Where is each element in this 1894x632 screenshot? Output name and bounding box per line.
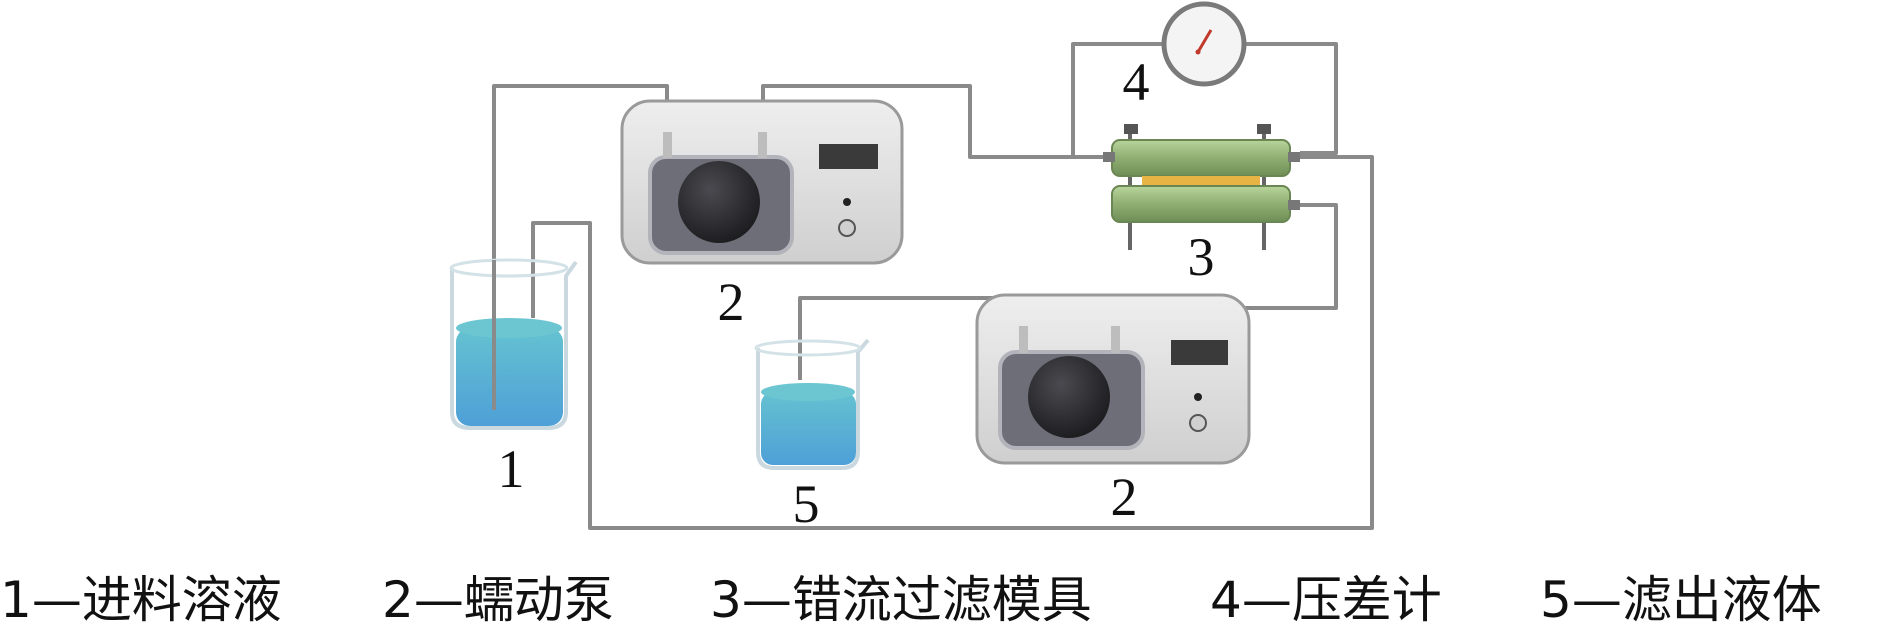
pump-top-display bbox=[819, 144, 878, 169]
pressure-gauge bbox=[1161, 1, 1247, 87]
pump-bottom-inlet-fitting bbox=[1019, 326, 1028, 353]
label-pump-bottom: 2 bbox=[1111, 467, 1138, 527]
pump-top-outlet-fitting bbox=[758, 132, 767, 158]
label-filter-module: 3 bbox=[1188, 227, 1215, 287]
feed-beaker-glass bbox=[450, 260, 578, 430]
module-nut-right bbox=[1257, 124, 1271, 134]
filtrate-beaker bbox=[754, 338, 870, 470]
module-retentate-port bbox=[1288, 152, 1300, 162]
feed-beaker-rim bbox=[449, 258, 569, 278]
pump-top-inlet-fitting bbox=[663, 132, 672, 158]
legend-item-filtrate: 5—滤出液体 bbox=[1540, 568, 1822, 632]
filtrate-beaker-rim bbox=[754, 339, 862, 357]
pump-bottom-display bbox=[1171, 340, 1228, 365]
filtrate-beaker-glass bbox=[756, 338, 870, 470]
module-inlet-port bbox=[1103, 152, 1115, 162]
legend: 1—进料溶液 2—蠕动泵 3—错流过滤模具 4—压差计 5—滤出液体 bbox=[0, 568, 1894, 632]
legend-dash: — bbox=[1241, 571, 1292, 629]
cross-flow-filtration-diagram: 1 2 2 3 4 5 bbox=[449, 1, 1374, 534]
legend-number: 3 bbox=[710, 571, 742, 629]
legend-item-cross-flow-module: 3—错流过滤模具 bbox=[710, 568, 1092, 632]
legend-text: 错流过滤模具 bbox=[791, 571, 1092, 629]
peristaltic-pump-bottom bbox=[975, 293, 1251, 465]
module-upper-plate bbox=[1111, 139, 1291, 177]
legend-dash: — bbox=[31, 571, 82, 629]
legend-number: 4 bbox=[1210, 571, 1242, 629]
legend-dash: — bbox=[741, 571, 792, 629]
gauge-needle bbox=[1196, 29, 1213, 53]
legend-text: 进料溶液 bbox=[81, 571, 282, 629]
gauge-right-line bbox=[1246, 42, 1338, 155]
label-feed-beaker: 1 bbox=[498, 439, 525, 499]
legend-number: 1 bbox=[0, 571, 32, 629]
feed-liquid-surface bbox=[456, 318, 562, 338]
legend-dash: — bbox=[1571, 571, 1622, 629]
module-permeate-port bbox=[1288, 200, 1300, 210]
legend-number: 2 bbox=[382, 571, 414, 629]
legend-item-pressure-gauge: 4—压差计 bbox=[1210, 568, 1442, 632]
module-membrane bbox=[1142, 176, 1260, 186]
pump-bottom-knob bbox=[1189, 414, 1207, 432]
pump-top-knob bbox=[838, 219, 856, 237]
module-nut-left bbox=[1124, 124, 1138, 134]
legend-item-peristaltic-pump: 2—蠕动泵 bbox=[382, 568, 614, 632]
filtrate-liquid bbox=[761, 392, 856, 465]
pump-bottom-rotor bbox=[1028, 356, 1110, 438]
legend-text: 蠕动泵 bbox=[463, 571, 614, 629]
pump-bottom-indicator bbox=[1194, 393, 1202, 401]
filtrate-liquid-surface bbox=[761, 383, 855, 401]
pump-bottom-outlet-fitting bbox=[1111, 326, 1120, 353]
legend-dash: — bbox=[413, 571, 464, 629]
legend-item-feed-solution: 1—进料溶液 bbox=[0, 568, 282, 632]
label-pressure-gauge: 4 bbox=[1123, 52, 1150, 112]
gauge-left-line bbox=[1071, 42, 1162, 157]
pump-top-indicator bbox=[843, 198, 851, 206]
label-filtrate-beaker: 5 bbox=[793, 474, 820, 534]
feed-beaker bbox=[449, 258, 578, 430]
cross-flow-filter-module bbox=[1103, 124, 1300, 250]
retentate-return-tube bbox=[531, 155, 1374, 530]
module-lower-plate bbox=[1111, 185, 1291, 223]
legend-text: 滤出液体 bbox=[1621, 571, 1822, 629]
label-pump-top: 2 bbox=[718, 272, 745, 332]
pump-top-rotor bbox=[678, 161, 760, 243]
feed-liquid bbox=[456, 328, 563, 426]
peristaltic-pump-top bbox=[620, 99, 904, 265]
legend-number: 5 bbox=[1540, 571, 1572, 629]
gauge-pivot bbox=[1195, 49, 1201, 55]
legend-text: 压差计 bbox=[1291, 571, 1442, 629]
